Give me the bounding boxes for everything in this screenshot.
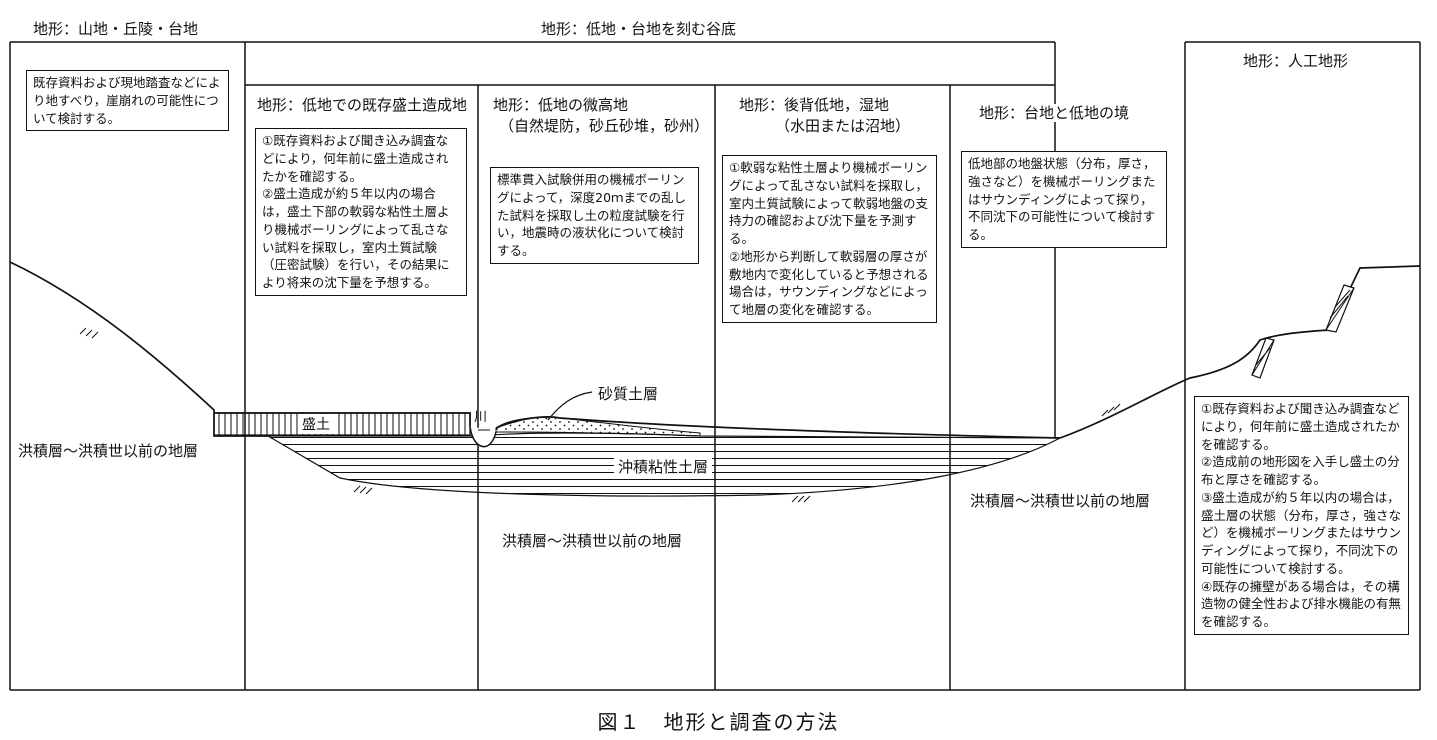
box-mountain: 既存資料および現地踏査などにより地すべり，崖崩れの可能性について検討する。 — [26, 70, 229, 132]
label-diluvial-center: 洪積層〜洪積世以前の地層 — [502, 532, 683, 550]
label-alluvial-clay: 沖積粘性土層 — [614, 456, 713, 477]
box-filled-lowland-item-2: ②盛土造成が約５年以内の場合は，盛土下部の軟弱な粘性土層より機械ボーリングによっ… — [262, 186, 450, 290]
retaining-wall-lower-hatch — [1251, 339, 1275, 376]
header-micro-high: 地形：低地の微高地 — [490, 96, 632, 114]
label-diluvial-left: 洪積層〜洪積世以前の地層 — [18, 442, 199, 460]
figure-caption: 図１ 地形と調査の方法 — [597, 710, 840, 734]
label-sand: 砂質土層 — [598, 385, 659, 403]
river-channel — [469, 425, 497, 448]
label-river: 川 — [474, 410, 488, 425]
header-artificial: 地形：人工地形 — [1240, 52, 1352, 70]
box-artificial: ①既存資料および聞き込み調査などにより，何年前に盛土造成されたかを確認する。 ②… — [1194, 396, 1409, 635]
header-plateau-edge: 地形：台地と低地の境 — [976, 104, 1133, 122]
box-artificial-item-3: ③盛土造成が約５年以内の場合は，盛土層の状態（分布，厚さ，強さなど）を機械ボーリ… — [1201, 489, 1402, 576]
ticks-clay-bottom — [791, 495, 811, 503]
label-diluvial-right: 洪積層〜洪積世以前の地層 — [970, 492, 1151, 510]
header-back-marsh-sub: （水田または沼地） — [772, 117, 914, 135]
header-valley: 地形：低地・台地を刻む谷底 — [538, 20, 740, 38]
box-back-marsh: ①軟弱な粘性土層より機械ボーリングによって乱さない試料を採取し，室内土質試験によ… — [722, 155, 937, 323]
retaining-wall-upper-hatch — [1325, 287, 1355, 331]
box-plateau-edge: 低地部の地盤状態（分布，厚さ，強さなど）を機械ボーリングまたはサウンディングによ… — [961, 151, 1167, 248]
box-filled-lowland-item-1: ①既存資料および聞き込み調査などにより，何年前に盛土造成されたかを確認する。 — [262, 133, 449, 184]
slope-ticks-right — [1101, 403, 1121, 417]
ground-surface — [9, 261, 1421, 439]
box-back-marsh-item-2: ②地形から判断して軟弱層の厚さが敷地内で変化していると予想される場合は，サウンデ… — [729, 248, 929, 317]
slope-ticks-left — [79, 327, 99, 339]
header-micro-high-sub: （自然堤防，砂丘砂堆，砂州） — [496, 117, 713, 135]
box-micro-high-text: 標準貫入試験併用の機械ボーリングによって，深度20ｍまでの乱した試料を採取し土の… — [497, 172, 687, 258]
box-artificial-item-1: ①既存資料および聞き込み調査などにより，何年前に盛土造成されたかを確認する。 — [1201, 401, 1400, 452]
label-fill: 盛土 — [298, 414, 334, 434]
header-mountain: 地形：山地・丘陵・台地 — [30, 20, 202, 38]
header-back-marsh: 地形：後背低地，湿地 — [736, 96, 893, 114]
fill-layer — [213, 412, 471, 436]
sand-leader-line — [547, 391, 593, 421]
ticks-clay-left — [353, 485, 373, 495]
box-mountain-text: 既存資料および現地踏査などにより地すべり，崖崩れの可能性について検討する。 — [33, 75, 221, 126]
box-filled-lowland: ①既存資料および聞き込み調査などにより，何年前に盛土造成されたかを確認する。 ②… — [255, 128, 467, 296]
box-back-marsh-item-1: ①軟弱な粘性土層より機械ボーリングによって乱さない試料を採取し，室内土質試験によ… — [729, 160, 929, 246]
box-artificial-item-2: ②造成前の地形図を入手し盛土の分布と厚さを確認する。 — [1201, 454, 1400, 487]
box-artificial-item-4: ④既存の擁壁がある場合は，その構造物の健全性および排水機能の有無を確認する。 — [1201, 578, 1402, 630]
box-plateau-edge-text: 低地部の地盤状態（分布，厚さ，強さなど）を機械ボーリングまたはサウンディングによ… — [968, 156, 1156, 242]
header-filled-lowland: 地形：低地での既存盛土造成地 — [254, 96, 471, 114]
box-micro-high: 標準貫入試験併用の機械ボーリングによって，深度20ｍまでの乱した試料を採取し土の… — [490, 167, 699, 264]
